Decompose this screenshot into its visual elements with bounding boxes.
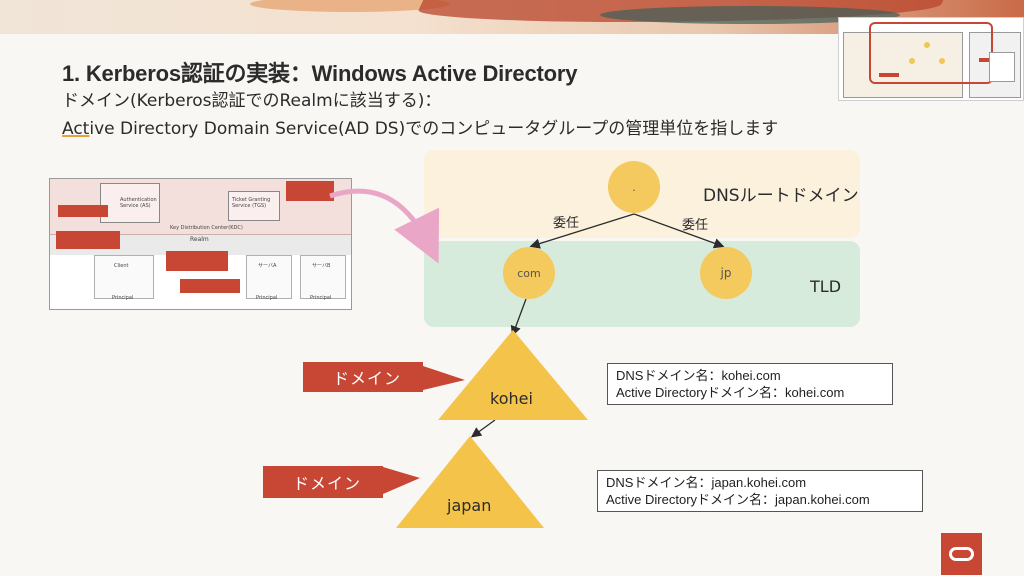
domain-tag-pointer-2 bbox=[383, 467, 420, 494]
root-node: . bbox=[608, 161, 660, 213]
kohei-info-box: DNSドメイン名：kohei.com Active Directoryドメイン名… bbox=[607, 363, 893, 405]
kohei-domain-label: kohei bbox=[490, 389, 533, 408]
subtitle-line-1: ドメイン(Kerberos認証でのRealmに該当する)： bbox=[62, 91, 442, 111]
delegation-arrow-com bbox=[529, 213, 635, 249]
japan-info-box: DNSドメイン名：japan.kohei.com Active Director… bbox=[597, 470, 923, 512]
tld-node-jp: jp bbox=[700, 247, 752, 299]
kdc-tgs-label: Ticket Granting Service (TGS) bbox=[232, 197, 271, 209]
japan-ad-name: Active Directoryドメイン名：japan.kohei.com bbox=[606, 492, 870, 507]
domain-tag-japan: ドメイン bbox=[263, 466, 383, 498]
japan-domain-triangle bbox=[396, 436, 544, 528]
subtitle-line-2: Active Directory Domain Service(AD DS)での… bbox=[62, 114, 778, 139]
kohei-domain-triangle bbox=[438, 330, 588, 420]
delegation-label-left: 委任 bbox=[553, 216, 580, 231]
reference-arrow bbox=[329, 188, 440, 264]
japan-domain-label: japan bbox=[447, 496, 492, 515]
kdc-realm-label: Realm bbox=[190, 236, 209, 243]
overview-thumbnail bbox=[838, 17, 1024, 101]
subtitle-underlined-part: Act bbox=[62, 119, 90, 139]
page-title: 1. Kerberos認証の実装：Windows Active Director… bbox=[62, 61, 578, 86]
kdc-principal-2: Principal bbox=[256, 295, 278, 301]
japan-dns-name: DNSドメイン名：japan.kohei.com bbox=[606, 475, 807, 490]
tld-zone bbox=[424, 241, 860, 327]
kdc-client-label: Client bbox=[114, 263, 129, 269]
kdc-server-a: サーバA bbox=[258, 263, 277, 269]
kdc-diagram-thumbnail: Authentication Service (AS) Ticket Grant… bbox=[49, 178, 352, 310]
subtitle-rest: ive Directory Domain Service(AD DS)でのコンピ… bbox=[89, 119, 779, 139]
root-zone-label: DNSルートドメイン bbox=[703, 186, 859, 206]
kdc-server-b: サーバB bbox=[312, 263, 331, 269]
delegation-label-right: 委任 bbox=[682, 218, 709, 233]
tld-node-com: com bbox=[503, 247, 555, 299]
kdc-principal-1: Principal bbox=[112, 295, 134, 301]
kdc-label: Key Distribution Center(KDC) bbox=[170, 225, 243, 231]
delegation-arrow-jp bbox=[633, 213, 725, 249]
oracle-logo-icon bbox=[941, 533, 982, 575]
domain-tag-pointer-1 bbox=[423, 366, 465, 390]
tld-zone-label: TLD bbox=[810, 277, 842, 296]
kohei-to-japan-arrow bbox=[470, 419, 496, 438]
domain-tag-kohei: ドメイン bbox=[303, 362, 423, 392]
kdc-principal-3: Principal bbox=[310, 295, 332, 301]
kohei-dns-name: DNSドメイン名：kohei.com bbox=[616, 368, 781, 383]
kohei-ad-name: Active Directoryドメイン名：kohei.com bbox=[616, 385, 845, 400]
com-to-kohei-arrow bbox=[510, 298, 527, 337]
kdc-as-label: Authentication Service (AS) bbox=[120, 197, 157, 209]
